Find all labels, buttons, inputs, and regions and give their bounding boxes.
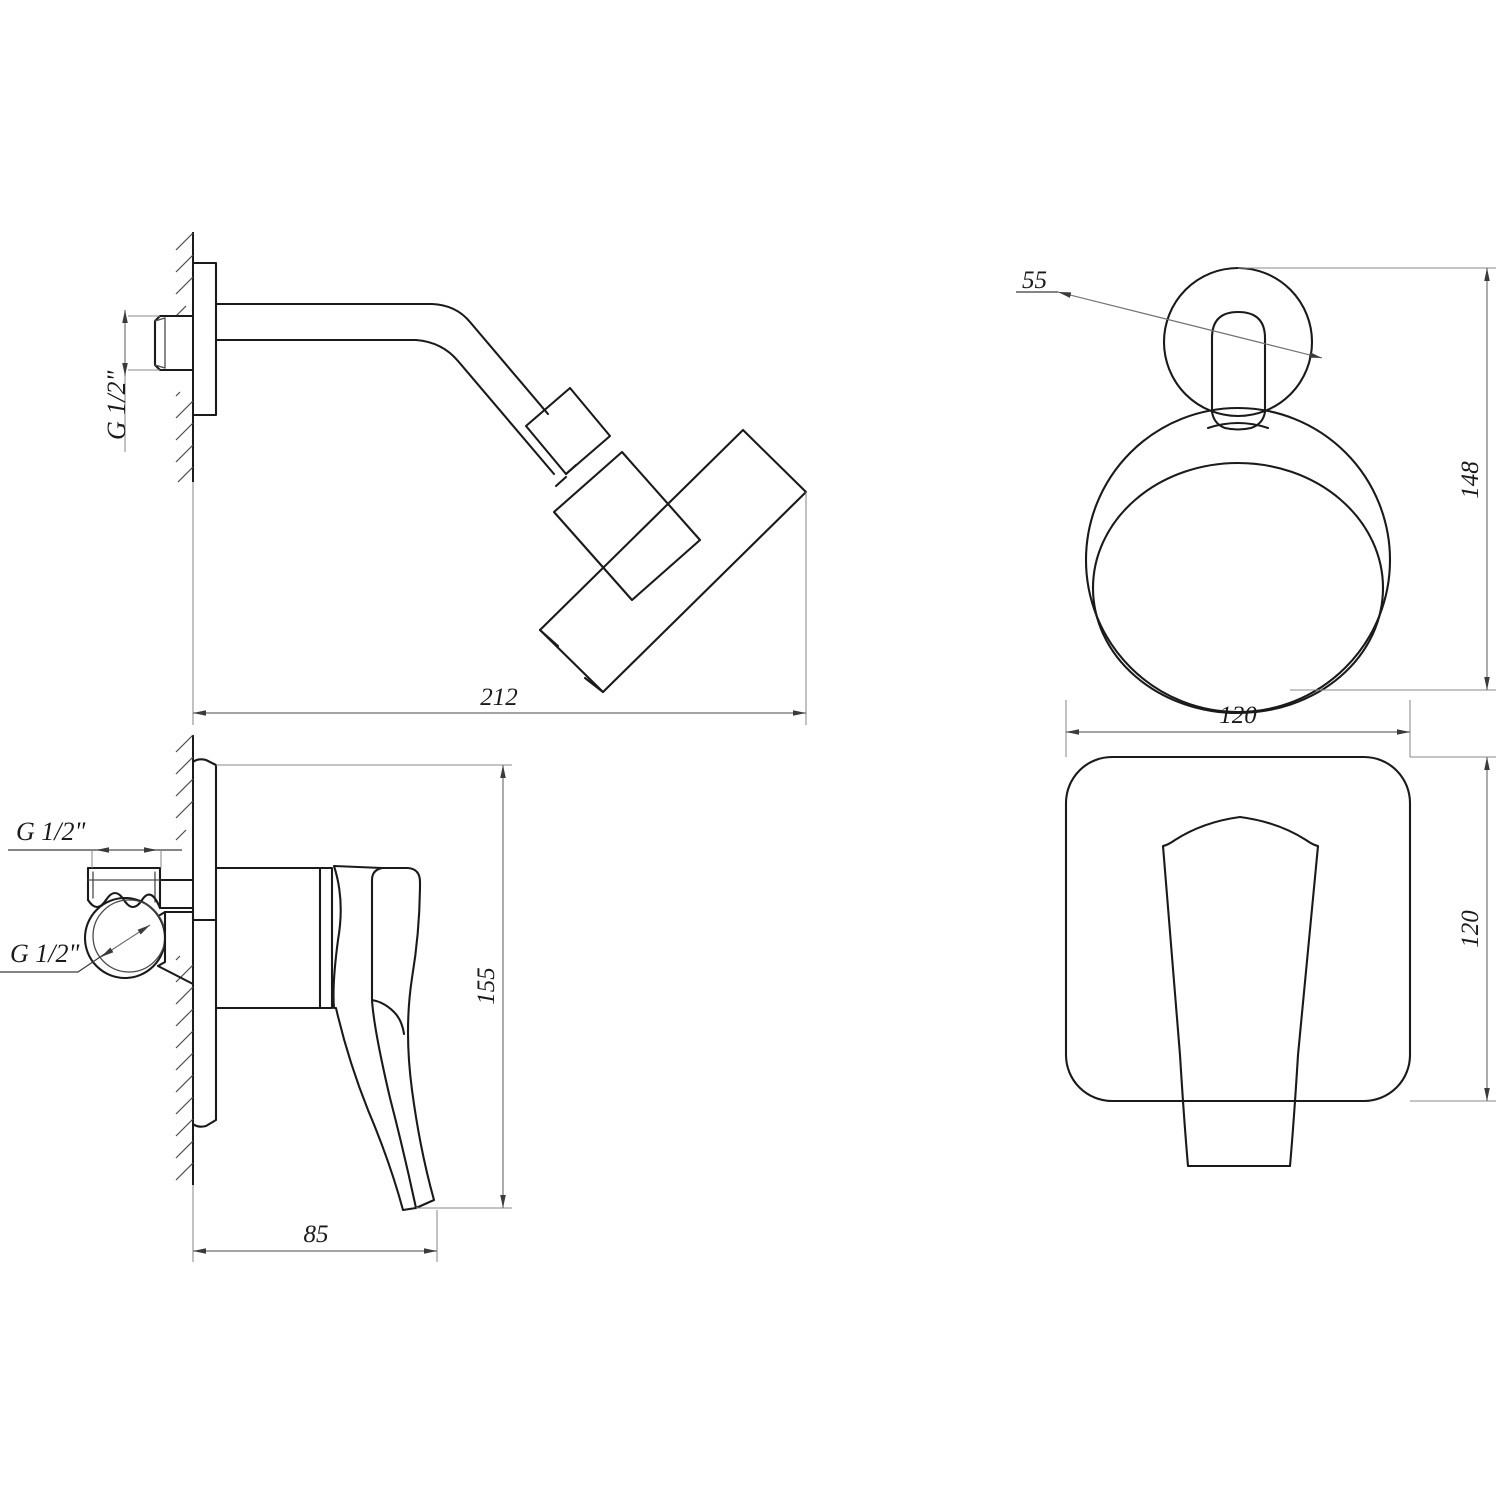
- arm-spigot: [554, 463, 578, 488]
- dim-plate-height: 120: [1410, 756, 1496, 1102]
- dim-mixer-thread-port: G 1/2": [0, 924, 151, 973]
- dim-mixer-projection: 85: [192, 1185, 438, 1262]
- wall-section-arm: [175, 232, 194, 483]
- view-shower-arm-side: G 1/2" 212: [102, 232, 808, 725]
- shower-arm-lower-profile: [214, 338, 556, 476]
- shower-head-outline: [1084, 406, 1392, 714]
- dim-plate-width: 120: [1065, 745, 1411, 757]
- dim-label-mixer-thread-port: G 1/2": [10, 939, 80, 968]
- dim-label-head-height: 148: [1457, 461, 1484, 499]
- mixer-body: [214, 866, 322, 1010]
- dim-label-head-width: 120: [1219, 702, 1257, 729]
- dim-head-height: 148: [1238, 267, 1496, 691]
- arm-collar-a: [524, 386, 612, 476]
- dim-arm-projection: 212: [192, 482, 807, 725]
- mixer-lever-root: [318, 866, 334, 1010]
- dim-label-flange-diameter: 55: [1022, 267, 1047, 294]
- arm-collar-b: [552, 450, 702, 602]
- mixer-inlet-top: [86, 866, 218, 922]
- wall-hatch-arm: [175, 232, 194, 483]
- mixer-lever-handle: [332, 864, 418, 1212]
- shower-head-slab-face: [538, 628, 560, 648]
- view-shower-head-front: 55 148 120: [1016, 266, 1496, 745]
- arm-thread-nipple: [153, 314, 195, 372]
- dim-flange-diameter: 55: [1016, 267, 1323, 359]
- dim-label-mixer-height: 155: [473, 967, 500, 1005]
- dim-label-plate-height: 120: [1457, 910, 1484, 948]
- arm-wall-flange: [191, 261, 218, 417]
- dim-head-width: 120: [1065, 700, 1411, 745]
- dim-label-mixer-projection: 85: [304, 1221, 329, 1248]
- mixer-lever-inner-fold: [370, 998, 406, 1036]
- shower-head-slab-edge: [583, 676, 605, 694]
- shower-head-faceplate: [1091, 461, 1385, 715]
- wall-hatch-mixer: [175, 734, 194, 1181]
- mixer-escutcheon-plate: [191, 758, 218, 1128]
- head-wall-flange: [1162, 266, 1314, 418]
- view-mixer-front: 120 120: [1064, 745, 1496, 1168]
- dim-arm-thread: G 1/2": [102, 310, 160, 452]
- head-arm-stem: [1210, 310, 1267, 414]
- head-neck-collar: [1206, 421, 1270, 430]
- dim-mixer-thread-top: G 1/2": [8, 817, 182, 868]
- mixer-outlet-port: [83, 896, 195, 986]
- head-neck: [1210, 410, 1267, 431]
- dim-label-mixer-thread-top: G 1/2": [16, 817, 86, 846]
- dim-mixer-height: 155: [216, 764, 512, 1209]
- mixer-front-lever: [1161, 815, 1320, 1168]
- mixer-lever-outer: [380, 866, 436, 1210]
- view-mixer-side: G 1/2" G 1/2" 155 85: [0, 734, 512, 1262]
- wall-section-mixer: [175, 734, 194, 1185]
- shower-arm-upper-profile: [214, 302, 550, 416]
- mixer-front-plate: [1064, 755, 1412, 1103]
- dim-label-arm-thread: G 1/2": [102, 371, 131, 441]
- shower-head-slab: [538, 428, 808, 694]
- dim-label-arm-projection: 212: [480, 684, 518, 711]
